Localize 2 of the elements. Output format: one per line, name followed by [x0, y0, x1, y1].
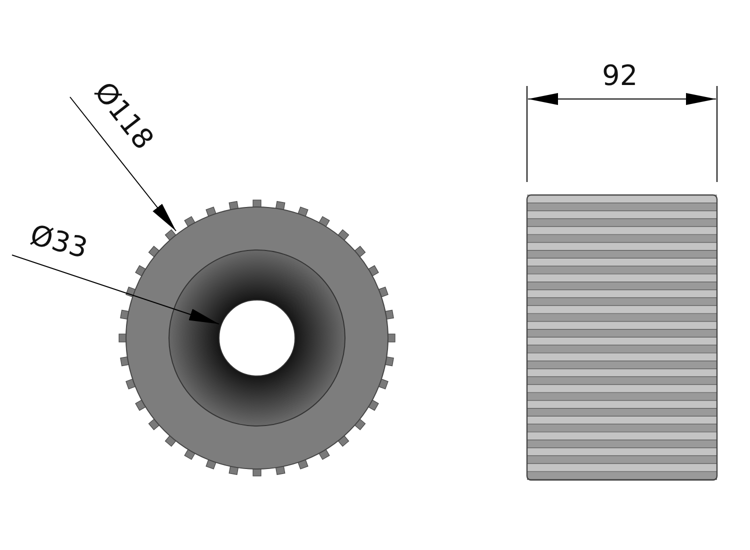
dimension-text: Ø33 — [27, 221, 90, 263]
dimension-text: 92 — [602, 62, 638, 90]
